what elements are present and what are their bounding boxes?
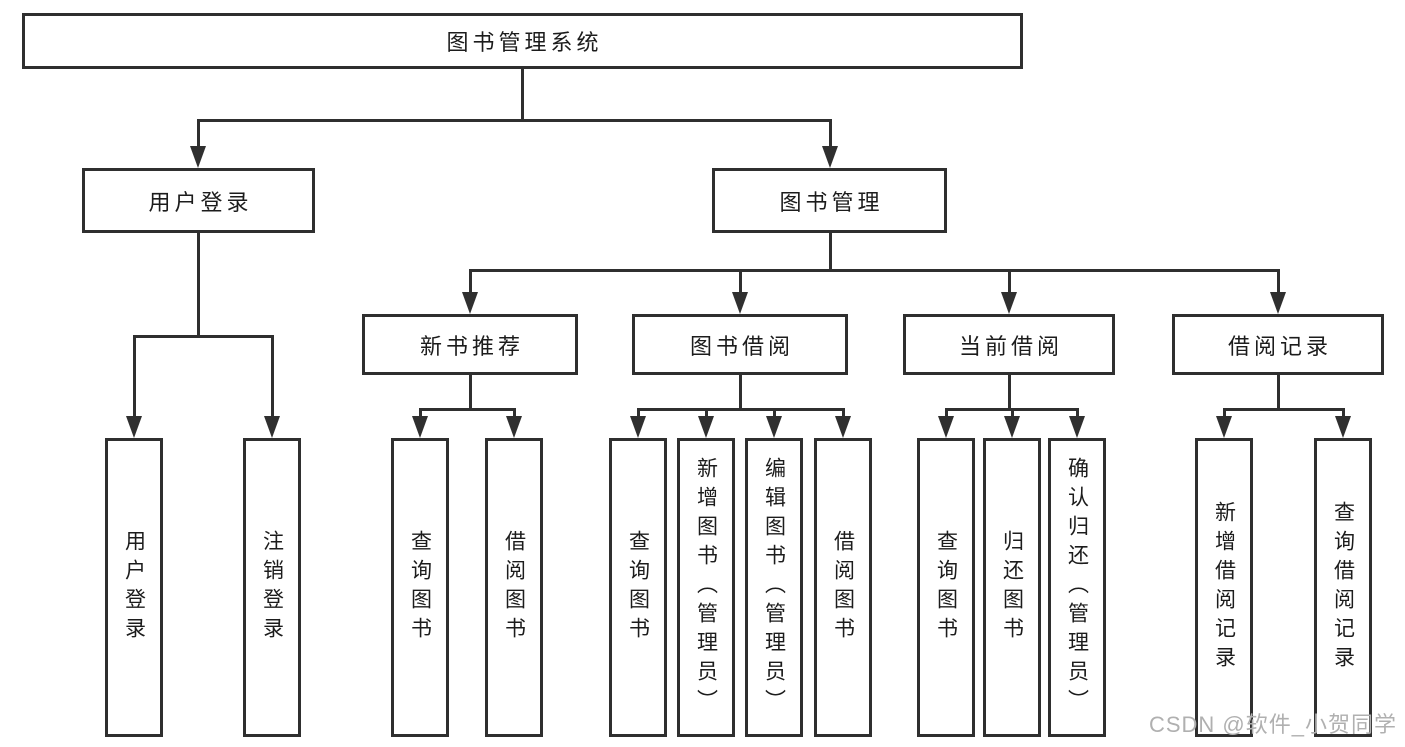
node-new-book-recommend: 新书推荐 [362,314,578,375]
arrow-down-icon [412,416,428,438]
node-book-management: 图书管理 [712,168,947,233]
arrow-down-icon [835,416,851,438]
leaf-add-book-admin-label: 新增图书（管理员） [694,457,718,718]
arrow-down-icon [506,416,522,438]
node-root: 图书管理系统 [22,13,1023,69]
leaf-edit-book-admin-label: 编辑图书（管理员） [762,457,786,718]
leaf-borrow-books-recommend-label: 借阅图书 [502,529,526,646]
arrow-down-icon [462,292,478,314]
leaf-confirm-return-admin-label: 确认归还（管理员） [1065,457,1089,718]
node-book-management-label: 图书管理 [779,189,884,215]
connector-line [1276,375,1280,410]
connector-line [1007,375,1011,410]
leaf-logout-label: 注销登录 [260,529,284,646]
arrow-down-icon [1216,416,1232,438]
node-user-login: 用户登录 [82,168,315,233]
connector-line [738,375,742,410]
node-borrowing-records-label: 借阅记录 [1227,333,1332,359]
leaf-borrow-books-recommend: 借阅图书 [485,438,543,737]
connector-line [1341,409,1345,420]
leaf-edit-book-admin: 编辑图书（管理员） [745,438,803,737]
leaf-query-borrow-record: 查询借阅记录 [1314,438,1372,737]
connector-line [1007,270,1011,296]
connector-line [196,120,200,150]
connector-line [841,409,845,420]
arrow-down-icon [190,146,206,168]
node-current-borrowing: 当前借阅 [903,314,1115,375]
leaf-confirm-return-admin: 确认归还（管理员） [1048,438,1106,737]
connector-line [772,409,776,420]
leaf-query-books-borrowing-label: 查询图书 [626,529,650,646]
arrow-down-icon [822,146,838,168]
connector-line [636,409,640,420]
leaf-borrow-books-borrowing-label: 借阅图书 [831,529,855,646]
node-book-borrowing-label: 图书借阅 [689,333,794,359]
connector-line [132,336,136,420]
node-borrowing-records: 借阅记录 [1172,314,1384,375]
connector-line [1276,270,1280,296]
leaf-add-borrow-record-label: 新增借阅记录 [1212,500,1236,675]
arrow-down-icon [1069,416,1085,438]
arrow-down-icon [126,416,142,438]
node-root-label: 图书管理系统 [446,30,603,55]
leaf-user-login-label: 用户登录 [122,529,146,646]
connector-line [196,118,832,122]
leaf-query-books-borrowing: 查询图书 [609,438,667,737]
node-new-book-recommend-label: 新书推荐 [419,333,524,359]
leaf-query-books-recommend-label: 查询图书 [408,529,432,646]
connector-line [468,270,472,296]
connector-line [828,233,832,271]
arrow-down-icon [1270,292,1286,314]
connector-line [944,409,948,420]
leaf-query-books-current-label: 查询图书 [934,529,958,646]
connector-line [512,409,516,420]
connector-line [418,407,516,411]
arrow-down-icon [1001,292,1017,314]
connector-line [828,120,832,150]
node-user-login-label: 用户登录 [148,189,253,215]
leaf-borrow-books-borrowing: 借阅图书 [814,438,872,737]
leaf-return-book-label: 归还图书 [1000,529,1024,646]
watermark: CSDN @软件_小贺同学 [1148,712,1397,737]
connector-line [636,407,845,411]
leaf-add-book-admin: 新增图书（管理员） [677,438,735,737]
connector-line [468,375,472,410]
arrow-down-icon [630,416,646,438]
connector-line [196,233,200,337]
connector-line [1010,409,1014,420]
leaf-query-books-current: 查询图书 [917,438,975,737]
arrow-down-icon [938,416,954,438]
connector-line [738,270,742,296]
leaf-return-book: 归还图书 [983,438,1041,737]
leaf-add-borrow-record: 新增借阅记录 [1195,438,1253,737]
connector-line [468,268,1280,272]
connector-line [270,336,274,420]
arrow-down-icon [698,416,714,438]
node-current-borrowing-label: 当前借阅 [958,333,1063,359]
connector-line [132,334,274,338]
connector-line [704,409,708,420]
leaf-query-books-recommend: 查询图书 [391,438,449,737]
node-book-borrowing: 图书借阅 [632,314,848,375]
connector-line [1222,409,1226,420]
arrow-down-icon [732,292,748,314]
arrow-down-icon [1335,416,1351,438]
connector-line [418,409,422,420]
leaf-user-login: 用户登录 [105,438,163,737]
leaf-query-borrow-record-label: 查询借阅记录 [1331,500,1355,675]
connector-line [1222,407,1345,411]
arrow-down-icon [264,416,280,438]
connector-line [520,69,524,121]
arrow-down-icon [766,416,782,438]
connector-line [1075,409,1079,420]
leaf-logout: 注销登录 [243,438,301,737]
arrow-down-icon [1004,416,1020,438]
